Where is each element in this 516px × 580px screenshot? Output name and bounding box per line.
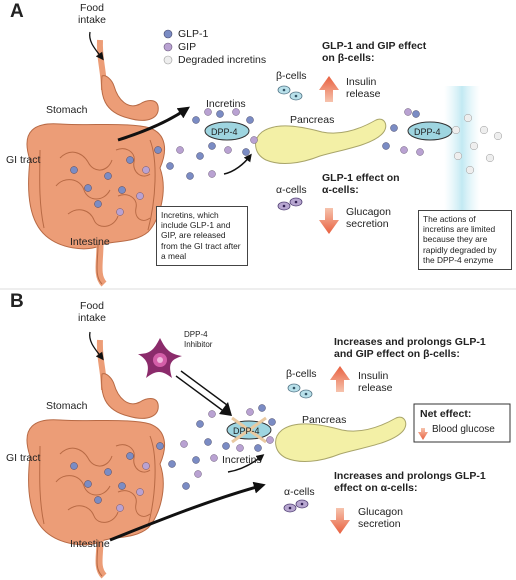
- beta-effect-title-a-line2: on β-cells:: [322, 52, 375, 64]
- food-intake-label-b: Food intake: [78, 300, 106, 324]
- alpha-cells-label-b: α-cells: [284, 486, 315, 498]
- beta-cells-b: [287, 383, 313, 399]
- dpp4-degradation-note: The actions of incretins are limited bec…: [418, 210, 512, 270]
- dpp4-label-b: DPP-4: [233, 426, 260, 436]
- alpha-cells-label-a: α-cells: [276, 184, 307, 196]
- intestine-a: [26, 123, 166, 250]
- food-intake-b-line2: intake: [78, 312, 107, 324]
- pancreas-b: [275, 416, 407, 462]
- legend-glp1-label: GLP-1: [178, 28, 209, 40]
- insulin-label-b: Insulin release: [358, 370, 392, 394]
- intestine-b: [26, 419, 166, 546]
- dpp4-enzyme-a: [204, 121, 250, 141]
- alpha-effect-title-a: GLP-1 effect on α-cells:: [322, 172, 400, 196]
- panel-a-letter: A: [10, 1, 24, 22]
- incretin-particles-b: [70, 404, 276, 512]
- dpp4-blocked-x: [231, 416, 267, 444]
- incretin-release-note: Incretins, which include GLP-1 and GIP, …: [156, 206, 248, 266]
- legend-gip-label: GIP: [178, 41, 197, 53]
- legend-glp1-dot: [163, 29, 173, 39]
- incretin-particles-a: [70, 108, 424, 216]
- incretin-arrow-b: [109, 481, 266, 542]
- pancreas-arrow-a: [223, 153, 252, 175]
- alpha-effect-title-b-line1: Increases and prolongs GLP-1: [334, 470, 486, 482]
- net-effect-box: [413, 403, 511, 443]
- gi-tract-label-b: GI tract: [6, 452, 41, 464]
- intestine-label-a: Intestine: [70, 236, 110, 248]
- net-effect-title: Net effect:: [420, 408, 472, 420]
- alpha-effect-title-b: Increases and prolongs GLP-1 effect on α…: [334, 470, 486, 494]
- insulin-b-line2: release: [358, 382, 393, 394]
- legend-gip-dot: [163, 42, 173, 52]
- glucagon-label-a: Glucagon secretion: [346, 206, 391, 230]
- incretins-label-b: Incretins: [222, 454, 262, 466]
- beta-effect-title-b: Increases and prolongs GLP-1 and GIP eff…: [334, 336, 486, 360]
- beta-cells-label-a: β-cells: [276, 70, 307, 82]
- dpp4-label-a: DPP-4: [211, 127, 238, 137]
- pancreas-label-a: Pancreas: [290, 114, 335, 126]
- gi-tract-a: [26, 31, 166, 287]
- net-effect-value: Blood glucose: [432, 424, 495, 435]
- inhibitor-label: DPP-4 Inhibitor: [184, 330, 212, 349]
- blood-glucose-down-arrow: [418, 428, 428, 440]
- alpha-cells-a: [277, 197, 303, 211]
- insulin-b-line1: Insulin: [358, 370, 389, 382]
- glucagon-b-line1: Glucagon: [358, 506, 403, 518]
- insulin-up-arrow-a: [319, 76, 339, 102]
- glucagon-label-b: Glucagon secretion: [358, 506, 403, 530]
- gi-tract-b: [26, 331, 166, 579]
- stomach-label-a: Stomach: [46, 104, 88, 116]
- glucagon-line2: secretion: [346, 218, 389, 230]
- beta-effect-title-b-line2: and GIP effect on β-cells:: [334, 348, 460, 360]
- legend-degraded-label: Degraded incretins: [178, 54, 267, 66]
- dpp4-inhibitor-icon: [138, 338, 182, 378]
- beta-effect-title-a-line1: GLP-1 and GIP effect: [322, 40, 427, 52]
- incretin-arrow-a: [117, 106, 190, 142]
- food-arrow-a: [89, 31, 104, 61]
- pancreas-a: [255, 118, 387, 164]
- stomach-a: [101, 75, 159, 121]
- pancreas-label-b: Pancreas: [302, 414, 347, 426]
- legend-degraded-dot: [163, 55, 173, 65]
- dpp4-enzyme-a-right: [407, 121, 453, 141]
- food-intake-label-a: Food intake: [78, 2, 106, 26]
- food-intake-line2: intake: [78, 14, 107, 26]
- gi-tract-label-a: GI tract: [6, 154, 41, 166]
- degraded-incretins-a: [451, 113, 503, 175]
- beta-cells-label-b: β-cells: [286, 368, 317, 380]
- inhibitor-arrow: [175, 370, 232, 416]
- beta-cells-a: [277, 85, 303, 101]
- insulin-line1: Insulin: [346, 76, 377, 88]
- pancreas-arrow-b: [227, 454, 265, 473]
- inhibitor-line2: Inhibitor: [184, 339, 213, 349]
- insulin-line2: release: [346, 88, 381, 100]
- glucagon-b-line2: secretion: [358, 518, 401, 530]
- stomach-b: [101, 373, 159, 419]
- dpp4-label-a-right: DPP-4: [414, 127, 441, 137]
- food-intake-line1: Food: [80, 2, 104, 14]
- intestine-label-b: Intestine: [70, 538, 110, 550]
- alpha-effect-title-a-line1: GLP-1 effect on: [322, 172, 400, 184]
- panel-b-letter: B: [10, 291, 24, 312]
- glucagon-down-arrow-b: [330, 508, 350, 534]
- insulin-up-arrow-b: [330, 366, 350, 392]
- beta-effect-title-a: GLP-1 and GIP effect on β-cells:: [322, 40, 426, 64]
- alpha-effect-title-a-line2: α-cells:: [322, 184, 359, 196]
- insulin-label-a: Insulin release: [346, 76, 380, 100]
- alpha-effect-title-b-line2: effect on α-cells:: [334, 482, 418, 494]
- incretins-label-a: Incretins: [206, 98, 246, 110]
- glucagon-down-arrow-a: [319, 208, 339, 234]
- alpha-cells-b: [283, 499, 309, 513]
- inhibitor-line1: DPP-4: [184, 330, 208, 339]
- beta-effect-title-b-line1: Increases and prolongs GLP-1: [334, 336, 486, 348]
- stomach-label-b: Stomach: [46, 400, 88, 412]
- food-arrow-b: [89, 331, 104, 361]
- glucagon-line1: Glucagon: [346, 206, 391, 218]
- food-intake-b-line1: Food: [80, 300, 104, 312]
